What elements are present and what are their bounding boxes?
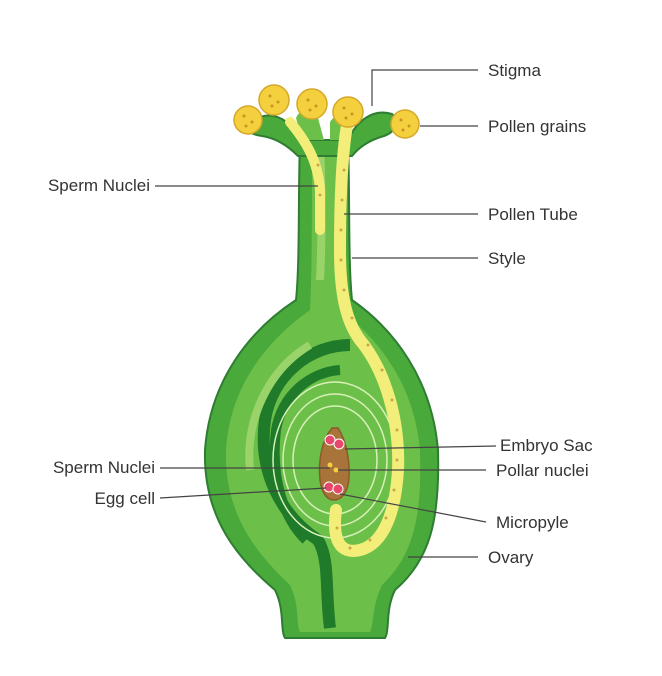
pollen-grain-3 [296, 88, 328, 120]
label-stigma: Stigma [488, 61, 541, 80]
pollen-grain-2 [258, 84, 290, 116]
label-micropyle: Micropyle [496, 513, 569, 532]
label-pollen-tube: Pollen Tube [488, 205, 578, 224]
ovary-inner [225, 150, 421, 632]
label-style: Style [488, 249, 526, 268]
leader-lines [155, 69, 497, 558]
leader-embryo-sac [344, 445, 497, 450]
tube-dots [316, 163, 399, 550]
label-pollen-grains: Pollen grains [488, 117, 587, 136]
ovule-outer-dark [257, 339, 351, 629]
egg-cell-nuclei [323, 481, 344, 495]
pollen-tube [329, 114, 405, 557]
label-ovary: Ovary [488, 548, 534, 567]
label-sperm-nuclei-top: Sperm Nuclei [47, 176, 150, 195]
leader-egg-cell [159, 487, 327, 499]
pollen-grain-4 [332, 96, 364, 128]
label-embryo-sac: Embryo Sac [500, 436, 593, 455]
label-pollar-nuclei: Pollar nuclei [496, 461, 589, 480]
polar-nuclei [327, 462, 339, 473]
ovule-inner-dark [269, 365, 341, 544]
antipodal-nuclei [324, 434, 345, 450]
pollen-tube-left [285, 117, 325, 235]
leader-stigma [371, 69, 478, 106]
ovule-light-ring [245, 341, 313, 471]
pollen-grain-1 [233, 105, 263, 135]
label-egg-cell: Egg cell [94, 489, 155, 508]
label-sperm-nuclei-bottom: Sperm Nuclei [52, 458, 155, 477]
pollen-grain-5 [390, 109, 420, 139]
leader-micropyle [339, 493, 487, 523]
